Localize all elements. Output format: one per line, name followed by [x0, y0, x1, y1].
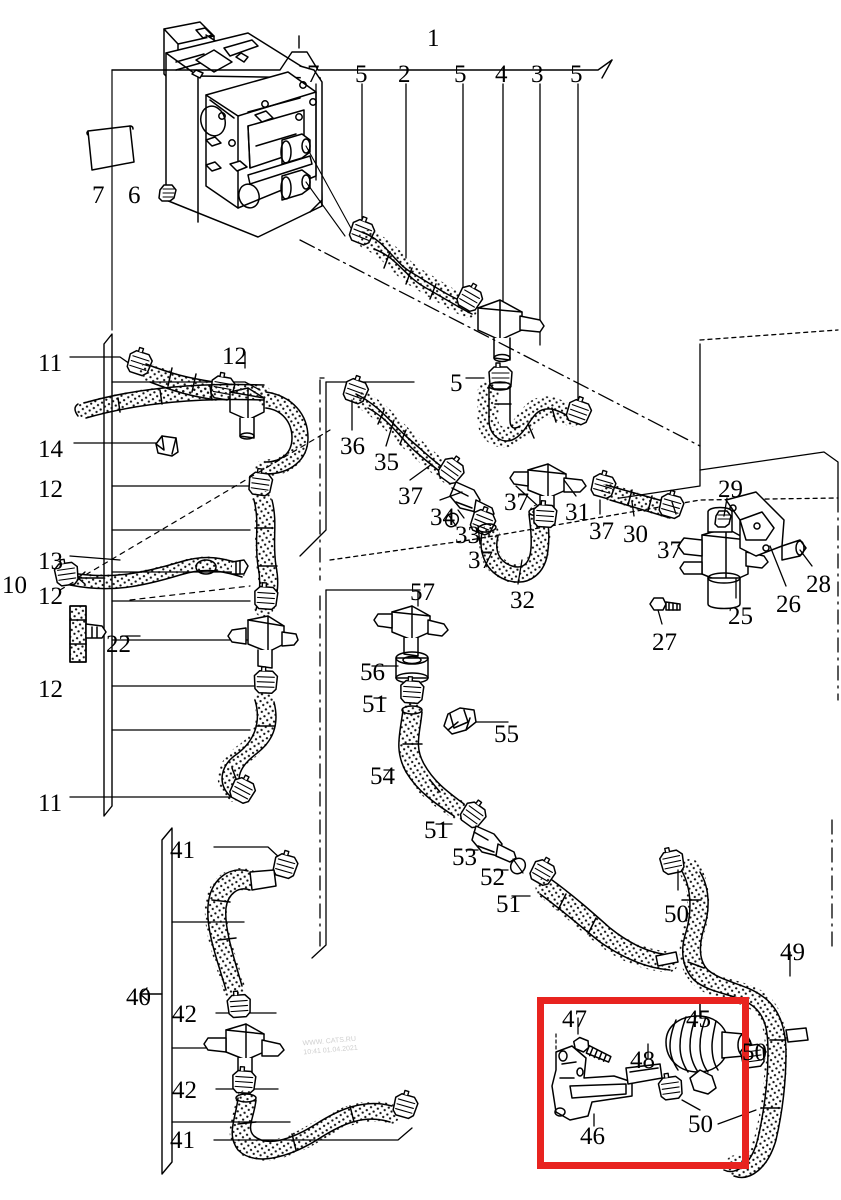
callout-57: 57: [410, 579, 435, 606]
callout-4: 4: [495, 61, 508, 88]
callout-1: 1: [427, 25, 440, 52]
callout-53: 53: [452, 844, 477, 871]
callout-33: 33: [455, 522, 480, 549]
callout-28: 28: [806, 571, 831, 598]
callout-12: 12: [38, 676, 63, 703]
callout-50: 50: [742, 1039, 767, 1066]
callout-13: 13: [38, 548, 63, 575]
callout-49: 49: [780, 939, 805, 966]
callout-47: 47: [562, 1006, 587, 1033]
callout-30: 30: [623, 521, 648, 548]
callout-55: 55: [494, 721, 519, 748]
callout-7: 7: [307, 61, 320, 88]
callout-29: 29: [718, 476, 743, 503]
callout-54: 54: [370, 763, 395, 790]
callout-31: 31: [565, 499, 590, 526]
callout-51: 51: [362, 691, 387, 718]
callout-50: 50: [688, 1111, 713, 1138]
callout-34: 34: [430, 504, 455, 531]
callout-11: 11: [38, 350, 63, 377]
callout-46: 46: [580, 1123, 605, 1150]
callout-50: 50: [664, 901, 689, 928]
callout-27: 27: [652, 629, 677, 656]
callout-10: 10: [2, 572, 27, 599]
callout-37: 37: [589, 518, 614, 545]
callout-41: 41: [170, 1127, 195, 1154]
callout-48: 48: [630, 1047, 655, 1074]
callout-3: 3: [531, 61, 544, 88]
callout-12: 12: [38, 476, 63, 503]
callout-6: 6: [128, 182, 141, 209]
callout-25: 25: [728, 603, 753, 630]
callout-41: 41: [170, 837, 195, 864]
callout-12: 12: [38, 583, 63, 610]
callout-51: 51: [424, 817, 449, 844]
callout-52: 52: [480, 864, 505, 891]
callout-5: 5: [454, 61, 467, 88]
callout-35: 35: [374, 449, 399, 476]
callout-14: 14: [38, 436, 63, 463]
callout-51: 51: [496, 891, 521, 918]
callout-22: 22: [106, 631, 131, 658]
callout-5: 5: [450, 370, 463, 397]
callout-40: 40: [126, 984, 151, 1011]
callout-7: 7: [92, 182, 105, 209]
callout-45: 45: [686, 1006, 711, 1033]
callout-32: 32: [510, 587, 535, 614]
callout-36: 36: [340, 433, 365, 460]
callout-37: 37: [468, 547, 493, 574]
callout-11: 11: [38, 790, 63, 817]
callout-37: 37: [398, 483, 423, 510]
callout-26: 26: [776, 591, 801, 618]
callout-2: 2: [398, 61, 411, 88]
callout-12: 12: [222, 343, 247, 370]
callout-37: 37: [504, 489, 529, 516]
callout-5: 5: [355, 61, 368, 88]
callout-5: 5: [570, 61, 583, 88]
callout-37: 37: [657, 537, 682, 564]
selected-part-group-highlight[interactable]: [537, 997, 749, 1169]
callout-56: 56: [360, 659, 385, 686]
callout-42: 42: [172, 1077, 197, 1104]
callout-42: 42: [172, 1001, 197, 1028]
